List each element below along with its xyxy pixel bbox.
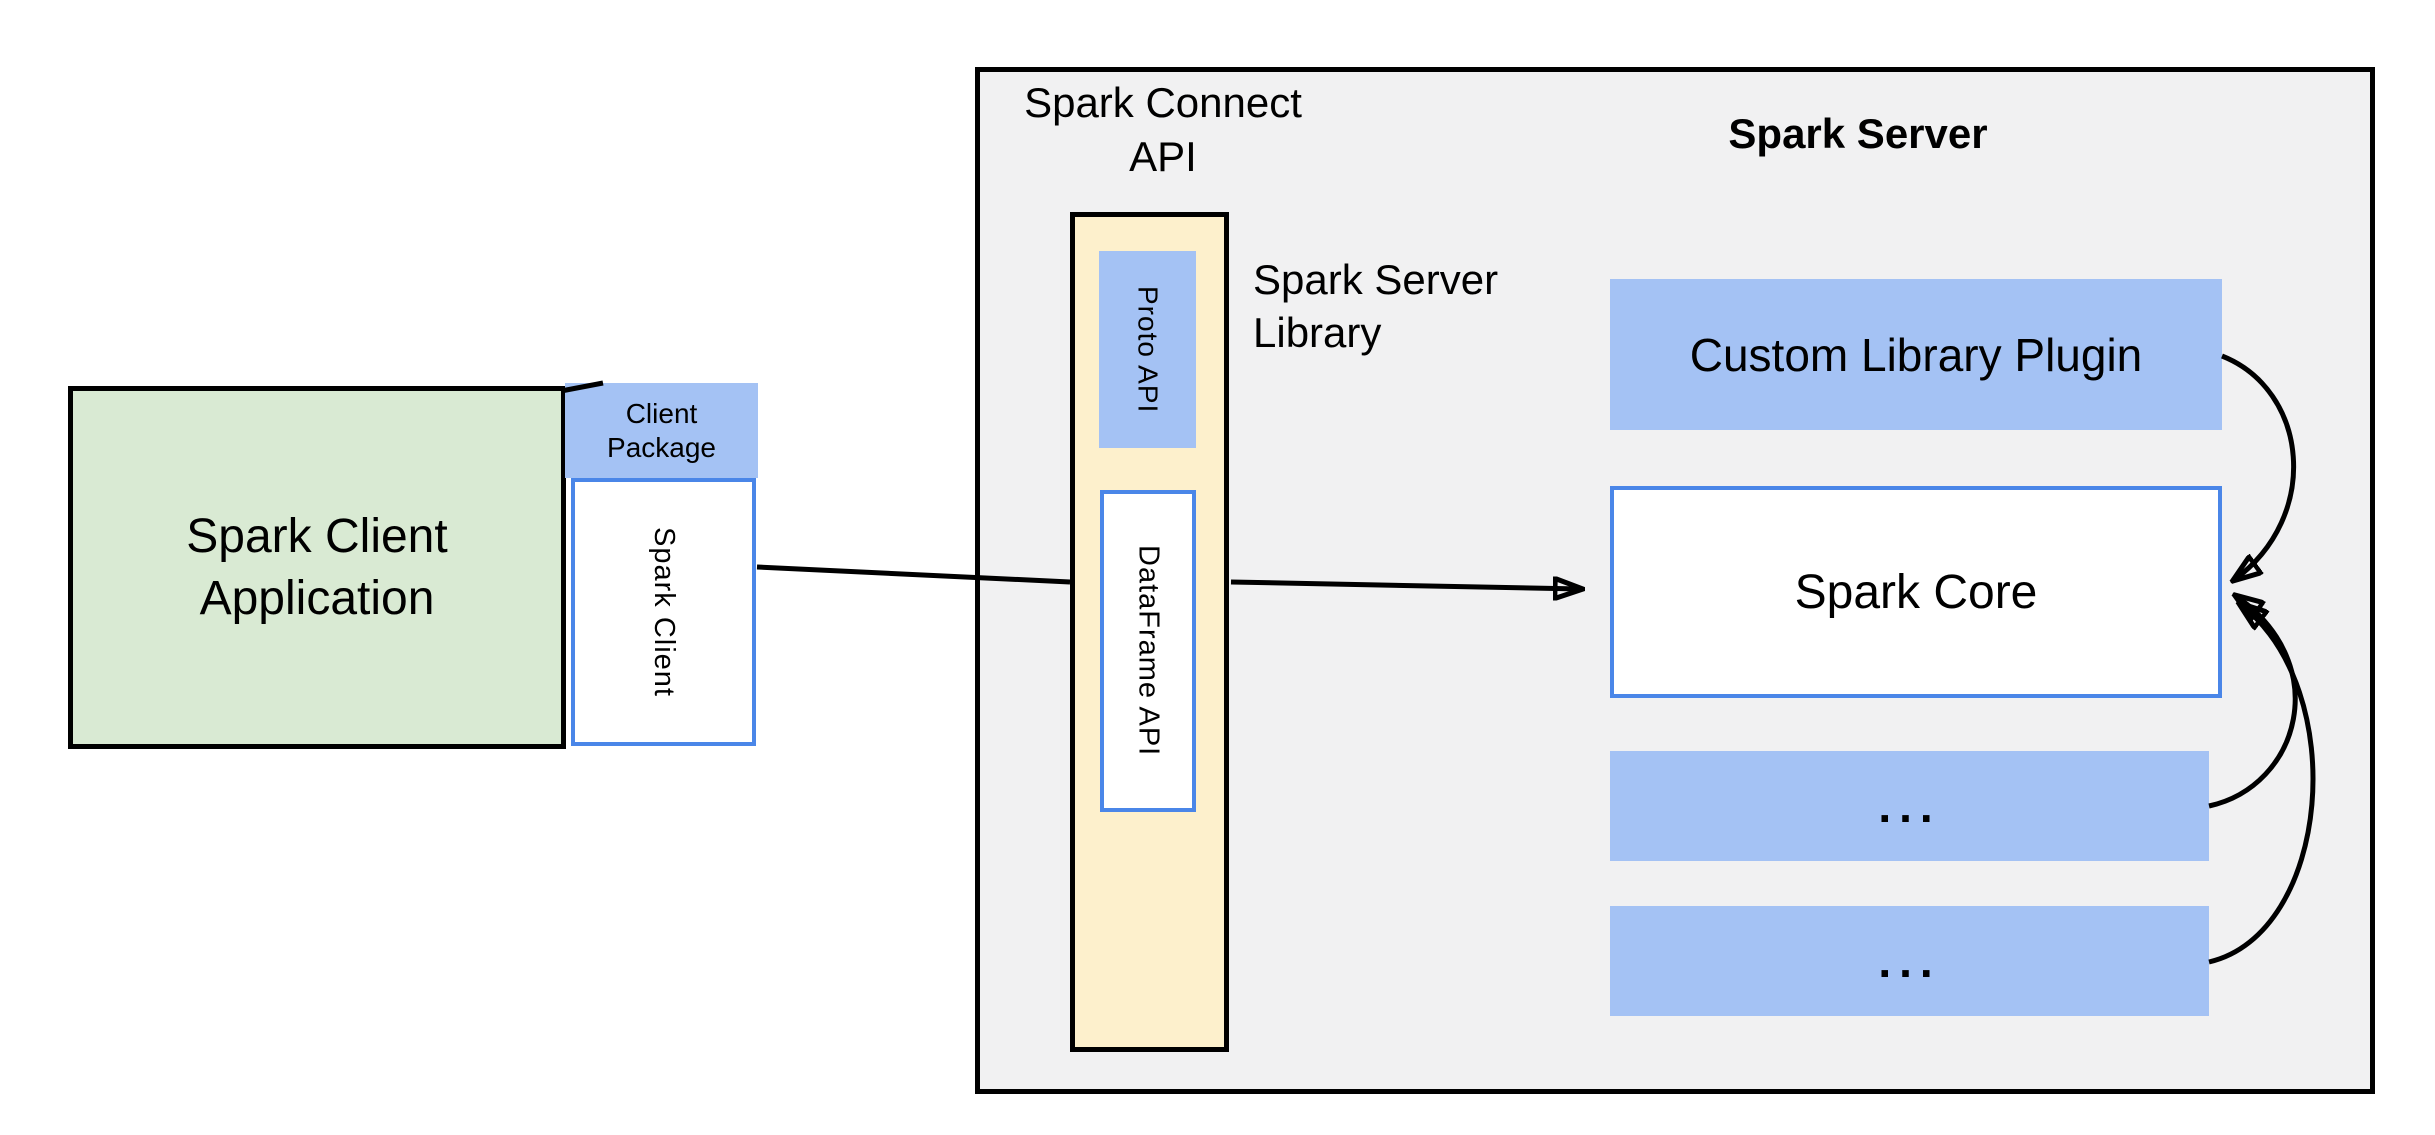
client-package-label: Client Package [607, 397, 716, 464]
client-package-box: Client Package [565, 383, 758, 478]
spark-core-box: Spark Core [1610, 486, 2222, 698]
dataframe-api-label: DataFrame API [1132, 545, 1165, 757]
spark-connect-api-label: Spark Connect API [1003, 76, 1323, 184]
client-package-label-line1: Client [625, 397, 698, 429]
spark-client-application-label-line2: Application [199, 571, 435, 625]
spark-server-title: Spark Server [1728, 110, 1988, 157]
spark-client-label: Spark Client [648, 527, 680, 697]
custom-library-plugin-box: Custom Library Plugin [1610, 279, 2222, 430]
plugin-placeholder-box-1: ... [1610, 751, 2209, 861]
custom-library-plugin-label: Custom Library Plugin [1689, 328, 2143, 381]
plugin-placeholder-1-label: ... [1878, 780, 1941, 832]
plugin-placeholder-box-2: ... [1610, 906, 2209, 1016]
spark-client-box: Spark Client [571, 478, 756, 746]
proto-api-box: Proto API [1099, 251, 1196, 448]
spark-client-application-label-line1: Spark Client [186, 510, 448, 564]
spark-core-label: Spark Core [1794, 565, 2038, 619]
spark-server-library-label-line2: Library [1253, 308, 1382, 356]
spark-connect-api-label-line2: API [1129, 132, 1197, 180]
spark-server-library-label-line1: Spark Server [1253, 256, 1499, 303]
spark-server-library-label: Spark Server Library [1253, 254, 1498, 359]
client-package-label-line2: Package [607, 431, 716, 463]
proto-api-label: Proto API [1132, 285, 1164, 414]
spark-client-application-label: Spark Client Application [186, 506, 447, 629]
spark-connect-api-label-line1: Spark Connect [1024, 79, 1302, 126]
spark-client-application-box: Spark Client Application [68, 386, 566, 749]
dataframe-api-box: DataFrame API [1100, 490, 1196, 812]
plugin-placeholder-2-label: ... [1878, 935, 1941, 987]
